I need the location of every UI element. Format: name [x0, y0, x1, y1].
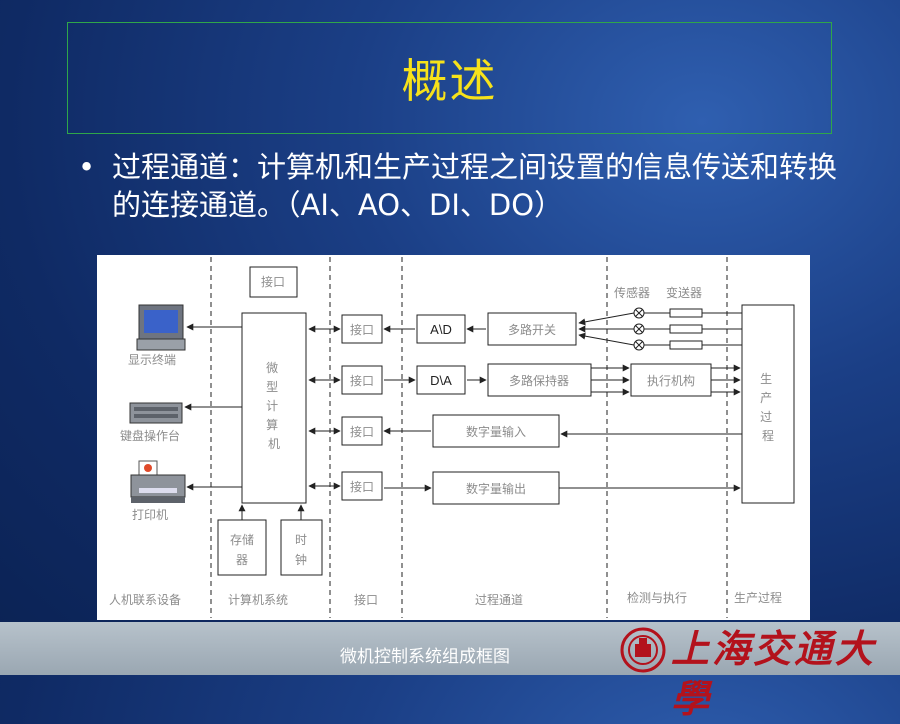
process-label: 生 产 过 程 — [760, 372, 776, 443]
block-diagram: 接口 显示终端 键盘操作台 打印机 — [97, 255, 810, 620]
interface-boxes — [341, 314, 383, 501]
memory-box — [217, 519, 267, 576]
sensor-icons — [633, 307, 645, 351]
title-box: 概述 — [67, 22, 832, 134]
footer-bar: 微机控制系统组成框图 上海交通大學 — [0, 622, 900, 721]
clock-label: 时钟 — [295, 533, 307, 567]
multiplexer-label: 多路开关 — [508, 322, 556, 337]
printer-label: 打印机 — [132, 508, 168, 522]
transmitter-boxes — [669, 308, 703, 350]
cpu-interface-arrows — [308, 325, 341, 490]
holder-label: 多路保持器 — [509, 373, 569, 388]
bullet-text: 过程通道：计算机和生产过程之间设置的信息传送和转换的连接通道。（AI、AO、DI… — [112, 150, 838, 222]
actuator-arrows — [559, 364, 742, 492]
top-interface-label: 接口 — [261, 274, 285, 289]
printer-icon — [130, 460, 186, 503]
sensor-lines — [578, 312, 742, 346]
diagram-caption: 微机控制系统组成框图 — [340, 647, 510, 667]
dac-label: D\A — [430, 373, 452, 388]
top-interface-box — [249, 266, 298, 298]
university-emblem-icon — [620, 627, 666, 673]
actuator-label: 执行机构 — [647, 373, 695, 388]
university-name: 上海交通大學 — [671, 626, 877, 721]
memory-arrows — [238, 504, 305, 520]
monitor-icon — [136, 304, 186, 351]
column-label: 接口 — [354, 592, 378, 607]
multiplexer-box — [487, 312, 577, 346]
channel-arrows — [383, 325, 487, 492]
digital-output-label: 数字量输出 — [466, 481, 526, 496]
interface-label: 接口 — [350, 373, 374, 388]
microcomputer-box — [241, 312, 307, 504]
column-label: 过程通道 — [475, 592, 523, 607]
digital-input-box — [432, 414, 560, 448]
column-label: 检测与执行 — [627, 590, 687, 605]
digital-input-label: 数字量输入 — [466, 424, 526, 439]
bullet-marker: • — [78, 150, 96, 184]
holder-box — [487, 363, 592, 397]
university-logo: 上海交通大學 — [616, 624, 900, 721]
microcomputer-label: 微 型 计 算 机 — [266, 361, 282, 451]
interface-label: 接口 — [350, 322, 374, 337]
interface-label: 接口 — [350, 479, 374, 494]
monitor-label: 显示终端 — [128, 352, 176, 367]
memory-label: 存储器 — [230, 532, 254, 567]
column-dividers — [210, 257, 728, 618]
interface-label: 接口 — [350, 424, 374, 439]
column-label: 人机联系设备 — [109, 593, 181, 607]
sensor-label: 传感器 — [614, 285, 650, 300]
slide-title: 概述 — [401, 54, 498, 108]
column-label: 计算机系统 — [228, 592, 288, 607]
column-label: 生产过程 — [734, 590, 782, 605]
process-box — [741, 304, 795, 504]
adc-box — [416, 314, 466, 344]
actuator-box — [630, 363, 712, 397]
diagram-canvas: 接口 显示终端 键盘操作台 打印机 — [109, 257, 795, 618]
peripheral-arrows — [184, 323, 242, 491]
digital-output-box — [432, 471, 560, 505]
dac-box — [416, 365, 466, 395]
keyboard-icon — [129, 402, 183, 424]
clock-box — [280, 519, 323, 576]
transmitter-label: 变送器 — [666, 285, 702, 300]
adc-label: A\D — [430, 322, 452, 337]
keyboard-label: 键盘操作台 — [120, 428, 180, 443]
